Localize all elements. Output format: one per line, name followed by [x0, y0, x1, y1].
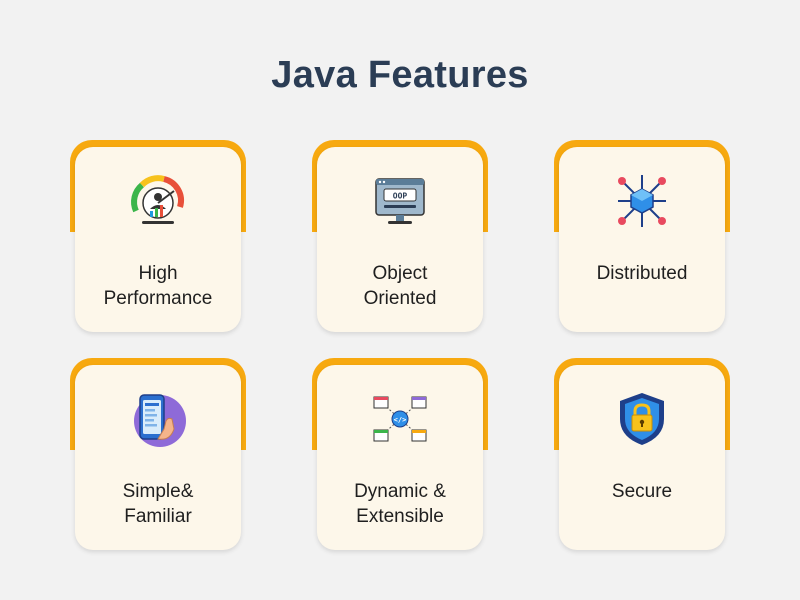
- card-body: Simple& Familiar: [75, 365, 241, 550]
- feature-label-line2: Extensible: [356, 506, 444, 527]
- feature-card-object-oriented: OOP Object Oriented: [312, 140, 488, 334]
- card-body: Secure: [559, 365, 725, 550]
- card-body: </> Dynamic & Extensible: [317, 365, 483, 550]
- feature-label-line1: Dynamic &: [354, 481, 446, 502]
- feature-card-distributed: Distributed: [554, 140, 730, 334]
- performance-gauge-icon: [128, 171, 188, 231]
- feature-label-line1: Simple&: [122, 481, 194, 502]
- feature-label-line2: Familiar: [124, 506, 192, 527]
- card-body: High Performance: [75, 147, 241, 332]
- feature-label-line1: High: [138, 263, 178, 284]
- svg-text:</>: </>: [394, 416, 407, 424]
- card-body: Distributed: [559, 147, 725, 332]
- oop-monitor-icon: OOP: [370, 171, 430, 231]
- security-shield-icon: [612, 389, 672, 449]
- feature-card-secure: Secure: [554, 358, 730, 552]
- feature-card-simple-familiar: Simple& Familiar: [70, 358, 246, 552]
- feature-card-dynamic-extensible: </> Dynamic & Extensible: [312, 358, 488, 552]
- feature-label: Dynamic & Extensible: [317, 479, 483, 529]
- feature-label-line2: Oriented: [363, 288, 437, 309]
- page-title: Java Features: [271, 54, 529, 96]
- svg-text:OOP: OOP: [393, 192, 408, 201]
- feature-card-high-performance: High Performance: [70, 140, 246, 334]
- feature-label-line2: Performance: [103, 288, 213, 309]
- dynamic-windows-icon: </>: [370, 389, 430, 449]
- distributed-network-icon: [612, 171, 672, 231]
- feature-label: Secure: [559, 479, 725, 504]
- feature-label-line1: Secure: [611, 481, 673, 502]
- feature-label: Distributed: [559, 261, 725, 286]
- feature-label: Object Oriented: [317, 261, 483, 311]
- card-body: OOP Object Oriented: [317, 147, 483, 332]
- hand-phone-icon: [128, 389, 188, 449]
- feature-label-line1: Object: [372, 263, 428, 284]
- feature-label: Simple& Familiar: [75, 479, 241, 529]
- feature-label: High Performance: [75, 261, 241, 311]
- feature-label-line1: Distributed: [596, 263, 688, 284]
